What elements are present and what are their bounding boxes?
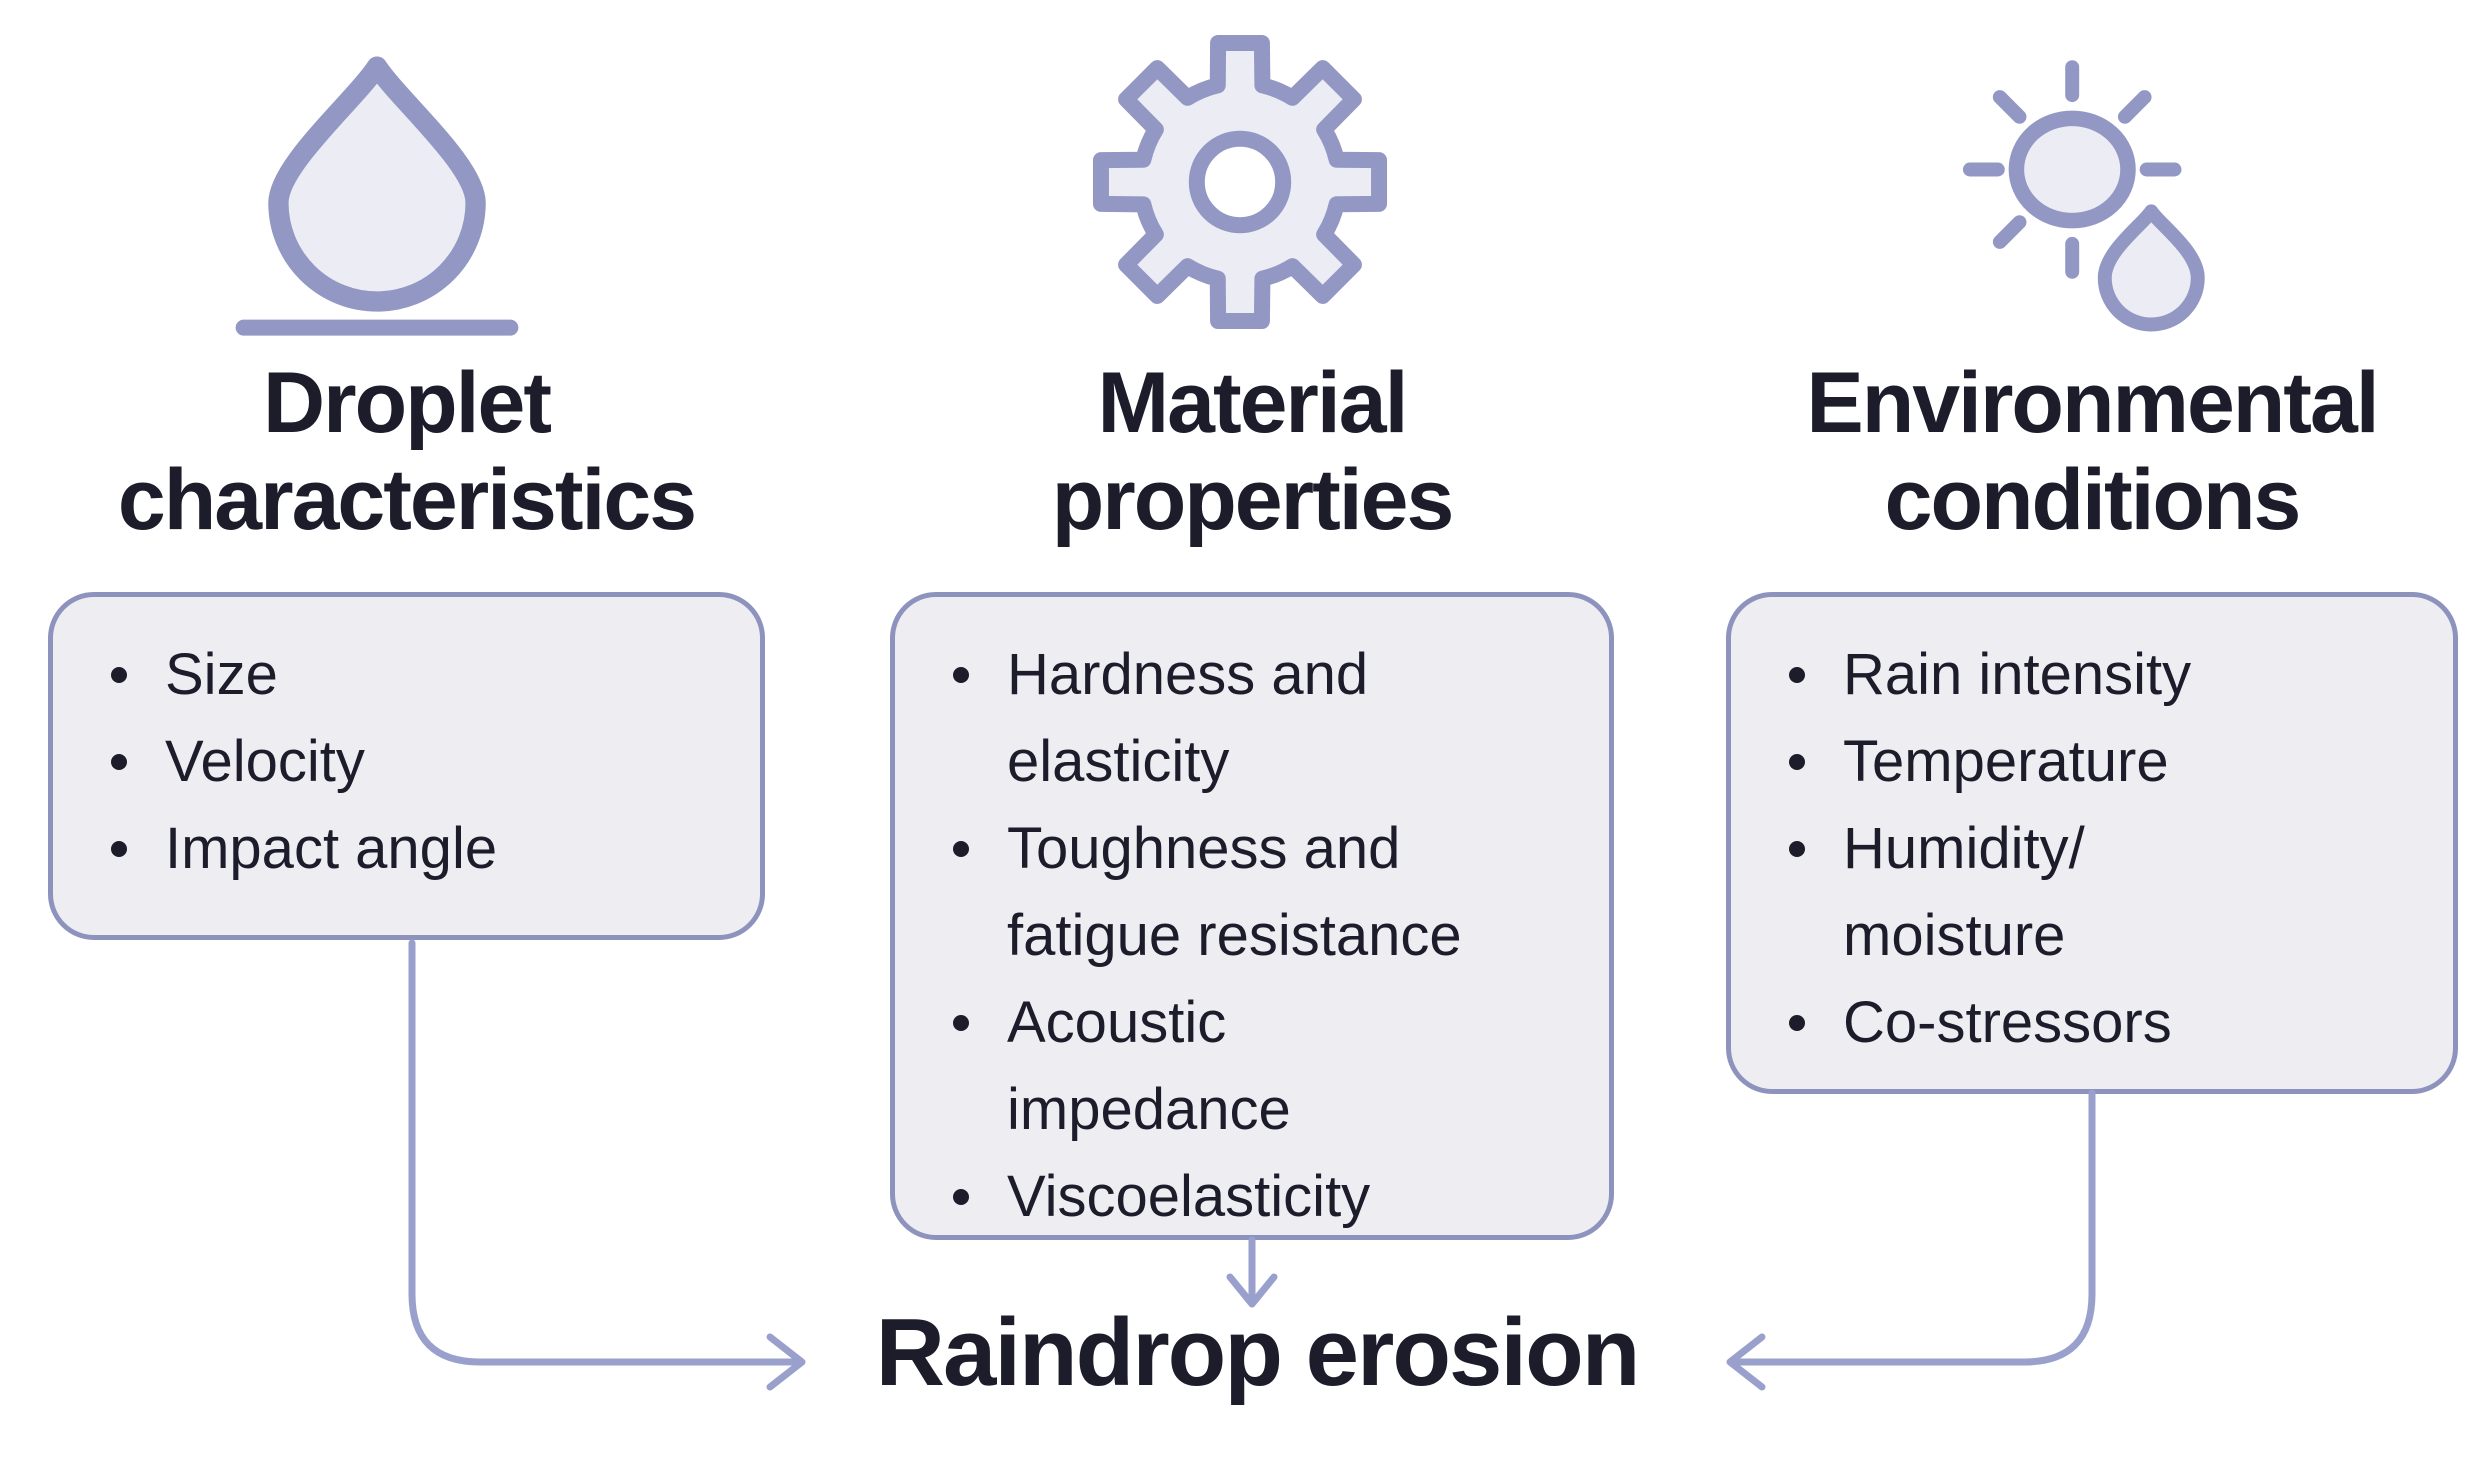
droplet-surface-icon [232,55,522,350]
droplet-characteristics-list: Size Velocity Impact angle [53,597,760,892]
list-item: Humidity/ moisture [1731,805,2425,979]
list-item: Co-stressors [1731,979,2425,1066]
heading-environmental-conditions: Environmental conditions [1806,355,2379,549]
environmental-conditions-list: Rain intensity Temperature Humidity/ moi… [1731,597,2453,1066]
list-item: Viscoelasticity [895,1153,1581,1240]
sun-raindrop-icon [1942,30,2252,345]
droplet-glyph [268,56,486,312]
list-item: Velocity [53,718,732,805]
result-title: Raindrop erosion [875,1299,1641,1406]
heading-material-properties: Material properties [1051,355,1455,549]
list-item: Impact angle [53,805,732,892]
heading-droplet-characteristics: Droplet characteristics [117,355,697,549]
sun-glyph [2008,110,2136,229]
list-item: Acoustic impedance [895,979,1581,1153]
box-material-properties: Hardness and elasticity Toughness and fa… [890,592,1614,1240]
list-item: Size [53,631,732,718]
list-item: Rain intensity [1731,631,2425,718]
box-droplet-characteristics: Size Velocity Impact angle [48,592,765,940]
list-item: Toughness and fatigue resistance [895,805,1581,979]
material-properties-list: Hardness and elasticity Toughness and fa… [895,597,1609,1240]
list-item: Hardness and elasticity [895,631,1581,805]
raindrop-glyph [2097,204,2205,332]
gear-hole [1188,130,1292,234]
list-item: Temperature [1731,718,2425,805]
gear-icon [1080,22,1400,347]
box-environmental-conditions: Rain intensity Temperature Humidity/ moi… [1726,592,2458,1094]
